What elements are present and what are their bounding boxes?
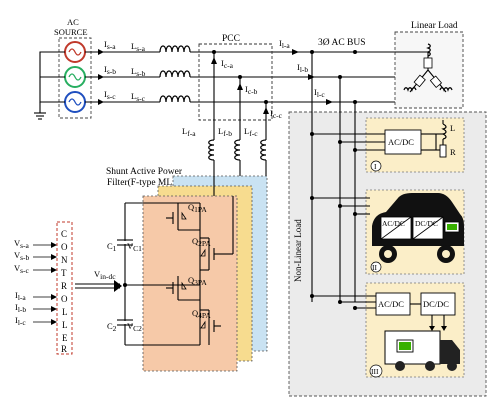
source-inductor-c-label: Ls-c <box>131 91 146 103</box>
controller-input-ila: Il-a <box>15 290 26 302</box>
svg-text:O: O <box>61 242 68 252</box>
switch-q4pa-label: Q4PA <box>192 308 211 320</box>
source-current-b: Is-b <box>104 64 116 76</box>
filter-inductor-c <box>260 139 267 176</box>
switch-q2pa-label: Q2PA <box>192 236 211 248</box>
switch-q1pa-label: Q1PA <box>188 202 207 214</box>
source-phase-a-icon <box>64 41 86 63</box>
ac-bus-label: 3Ø AC BUS <box>318 38 366 48</box>
source-current-c: Is-c <box>104 89 116 101</box>
comp-current-a: Ic-a <box>221 58 234 70</box>
pcc-box <box>198 43 273 121</box>
switch-q3pa <box>166 276 200 301</box>
filter-layer-a <box>142 195 238 372</box>
filter-inductor-a <box>208 139 215 176</box>
source-phase-b-icon <box>64 66 86 88</box>
linear-load-box <box>394 31 464 109</box>
svg-text:C: C <box>61 229 68 239</box>
ac-source-title-1: AC <box>67 17 79 27</box>
source-inductor-a <box>159 45 191 54</box>
svg-text:R: R <box>61 344 68 354</box>
load-current-c: Il-c <box>314 87 325 99</box>
controller-input-vsb: Vs-b <box>14 250 30 262</box>
svg-text:R: R <box>61 281 68 291</box>
load-2-roman: II <box>372 263 377 272</box>
controller-input-arrows <box>33 242 57 325</box>
filter-inductor-b-label: Lf-b <box>218 126 232 138</box>
switch-q2pa <box>200 237 221 271</box>
svg-text:O: O <box>61 294 68 304</box>
switch-q4pa <box>200 309 221 345</box>
capacitor-c2-label: C2 <box>107 321 117 333</box>
load-1-roman: I <box>374 162 377 171</box>
controller-input-vsc: Vs-c <box>14 263 30 275</box>
filter-title-2: Filter(F-type MLI) <box>107 177 179 188</box>
load-2-ac-dc-label: AC/DC <box>382 219 405 228</box>
dc-voltage-label: Vin-dc <box>94 269 116 281</box>
nonlinear-load-label: Non-Linear Load <box>293 219 303 282</box>
source-current-a: Is-a <box>104 39 116 51</box>
load-1-converter-label: AC/DC <box>388 137 414 147</box>
load-1-inductor <box>441 123 447 140</box>
controller-input-ilb: Il-b <box>15 302 26 314</box>
svg-text:N: N <box>61 255 68 265</box>
controller-input-ilc: Il-c <box>15 315 26 327</box>
comp-current-c: Ic-c <box>270 108 283 120</box>
controller-box <box>56 221 73 355</box>
capacitor-c1 <box>117 239 133 246</box>
svg-text:L: L <box>62 307 68 317</box>
source-phase-c-icon <box>64 91 86 113</box>
source-inductor-b <box>159 70 191 79</box>
switch-q1pa <box>166 203 200 231</box>
capacitor-c1-label: C1 <box>107 241 117 253</box>
pcc-label: PCC <box>222 34 240 44</box>
ac-source-title-2: SOURCE <box>54 27 88 37</box>
switch-q3pa-label: Q3PA <box>188 275 207 287</box>
linear-load-wye-icon <box>395 43 453 93</box>
load-current-b: Il-b <box>297 62 308 74</box>
load-1-converter <box>384 129 422 155</box>
filter-inductor-a-label: Lf-a <box>182 126 196 138</box>
load-1-r-label: R <box>450 147 456 157</box>
load-1-resistor <box>439 144 447 158</box>
load-current-a: Il-a <box>279 38 290 50</box>
filter-inductor-c-label: Lf-c <box>244 126 258 138</box>
cap-voltage-c1: VC1 <box>127 241 142 253</box>
source-inductor-c <box>159 95 191 104</box>
load-2-dc-dc-label: DC/DC <box>415 219 438 228</box>
controller-input-vsa: Vs-a <box>14 238 30 250</box>
load-3-roman: III <box>371 367 379 376</box>
ground-icon <box>34 112 46 120</box>
dc-input-arrow <box>75 280 122 292</box>
cap-voltage-c2: VC2 <box>127 321 142 333</box>
load-3-dc-dc-label: DC/DC <box>423 299 449 309</box>
source-inductor-a-label: Ls-a <box>131 41 146 53</box>
comp-current-b: Ic-b <box>245 84 258 96</box>
capacitor-c2 <box>117 319 133 326</box>
controller-letters: C O N T R O L L E R <box>61 229 68 354</box>
linear-load-label: Linear Load <box>411 21 458 31</box>
svg-text:E: E <box>62 333 68 343</box>
svg-text:T: T <box>61 268 67 278</box>
filter-inductor-b <box>234 139 241 176</box>
source-inductor-b-label: Ls-b <box>131 66 146 78</box>
svg-text:L: L <box>62 320 68 330</box>
filter-title-1: Shunt Active Power <box>106 167 183 177</box>
load-3-ac-dc-label: AC/DC <box>378 299 404 309</box>
load-1-l-label: L <box>450 123 455 133</box>
